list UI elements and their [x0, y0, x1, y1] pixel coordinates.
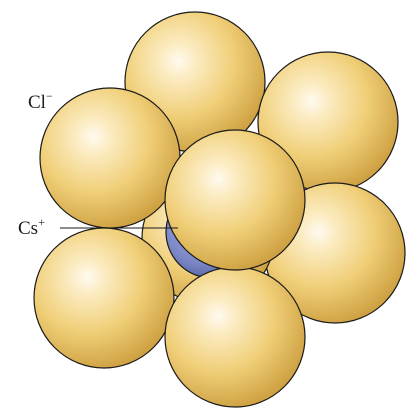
- cesium-charge: +: [38, 215, 45, 229]
- chloride-ion-front-left-upper: [39, 87, 181, 229]
- chloride-ion-front-bottom: [164, 266, 306, 408]
- cesium-symbol: Cs: [18, 218, 38, 239]
- cesium-label: Cs+: [18, 215, 45, 239]
- chloride-symbol: Cl: [28, 92, 46, 113]
- chloride-label: Cl−: [28, 89, 53, 113]
- chloride-ion-front-left-lower: [33, 227, 175, 369]
- chloride-charge: −: [46, 89, 53, 103]
- chloride-ion-front-center: [164, 129, 306, 271]
